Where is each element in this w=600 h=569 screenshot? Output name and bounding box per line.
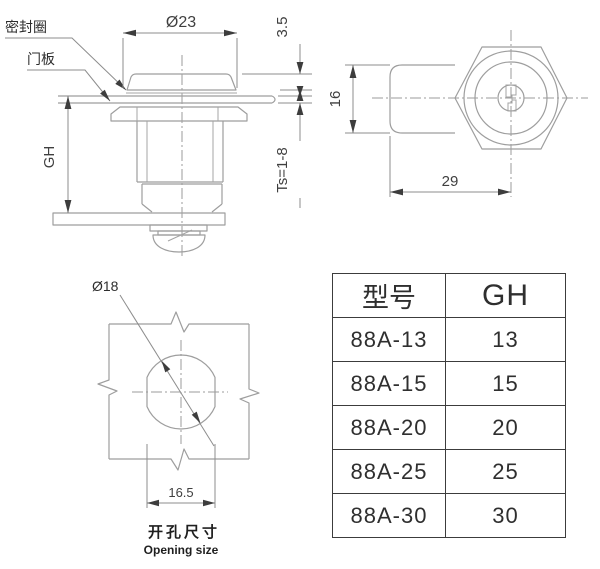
- dim-diameter-label: Ø23: [166, 14, 196, 31]
- mounting-hole: [146, 354, 216, 430]
- side-view-drawing: 16 29: [330, 30, 588, 197]
- dim-height-label: 16: [330, 91, 344, 108]
- table-header-row: 型号 GH: [332, 273, 566, 318]
- panel-outline-with-breaks: [97, 311, 260, 471]
- model-cell: 88A-30: [332, 493, 446, 538]
- keyhole-icon: [505, 84, 517, 112]
- header-gh: GH: [445, 273, 566, 318]
- model-cell: 88A-13: [332, 317, 446, 362]
- table-row: 88A-20 20: [332, 405, 566, 450]
- dim-panel-thickness-label: Ts=1-8: [274, 147, 291, 192]
- barrel-housing: [389, 64, 455, 134]
- opening-size-drawing: Ø18 16.5 开孔尺寸 Opening size: [92, 278, 260, 557]
- door-panel-callout: 门板: [27, 51, 111, 102]
- table-row: 88A-13 13: [332, 317, 566, 362]
- model-cell: 88A-20: [332, 405, 446, 450]
- model-cell: 88A-15: [332, 361, 446, 406]
- leader-arrow: [100, 89, 110, 101]
- table-row: 88A-30 30: [332, 493, 566, 538]
- dimension-length-29: 29: [389, 136, 511, 197]
- dimension-head-height: 3.5 Ts=1-8: [242, 17, 312, 208]
- dimension-flat-width: 16.5: [146, 444, 216, 508]
- seal-ring-callout: 密封圈: [5, 19, 127, 91]
- table-row: 88A-25 25: [332, 449, 566, 494]
- dim-hole-diameter-label: Ø18: [92, 278, 119, 294]
- bottom-knob: [149, 224, 208, 253]
- gh-cell: 15: [445, 361, 566, 406]
- dimension-diameter-23: Ø23: [122, 14, 238, 88]
- gh-cell: 20: [445, 405, 566, 450]
- dim-flat-width-label: 16.5: [168, 485, 193, 500]
- header-model: 型号: [332, 273, 446, 318]
- dim-head-height-label: 3.5: [274, 17, 291, 38]
- model-spec-table: 型号 GH 88A-13 13 88A-15 15 88A-20 20 88A-…: [332, 273, 566, 538]
- gh-cell: 30: [445, 493, 566, 538]
- model-cell: 88A-25: [332, 449, 446, 494]
- dimension-height-16: 16: [330, 64, 390, 134]
- opening-size-caption-en: Opening size: [144, 543, 219, 557]
- gh-cell: 25: [445, 449, 566, 494]
- hex-head-face: [454, 46, 568, 150]
- lock-body: [136, 121, 224, 213]
- dim-length-label: 29: [442, 173, 459, 190]
- door-panel-label: 门板: [27, 51, 55, 67]
- hex-nut: [110, 106, 248, 122]
- lock-head-cap: [126, 73, 237, 94]
- dimension-hole-diameter: Ø18: [92, 278, 215, 447]
- opening-size-caption-zh: 开孔尺寸: [148, 523, 220, 541]
- gh-cell: 13: [445, 317, 566, 362]
- cam-plate: [52, 212, 226, 226]
- front-view-drawing: 密封圈 门板 Ø23 GH: [5, 14, 312, 257]
- seal-ring-label: 密封圈: [5, 19, 47, 35]
- dim-grip-label: GH: [41, 146, 58, 169]
- door-panel-plate: [58, 95, 276, 104]
- table-row: 88A-15 15: [332, 361, 566, 406]
- dimension-grip-height: GH: [41, 96, 72, 213]
